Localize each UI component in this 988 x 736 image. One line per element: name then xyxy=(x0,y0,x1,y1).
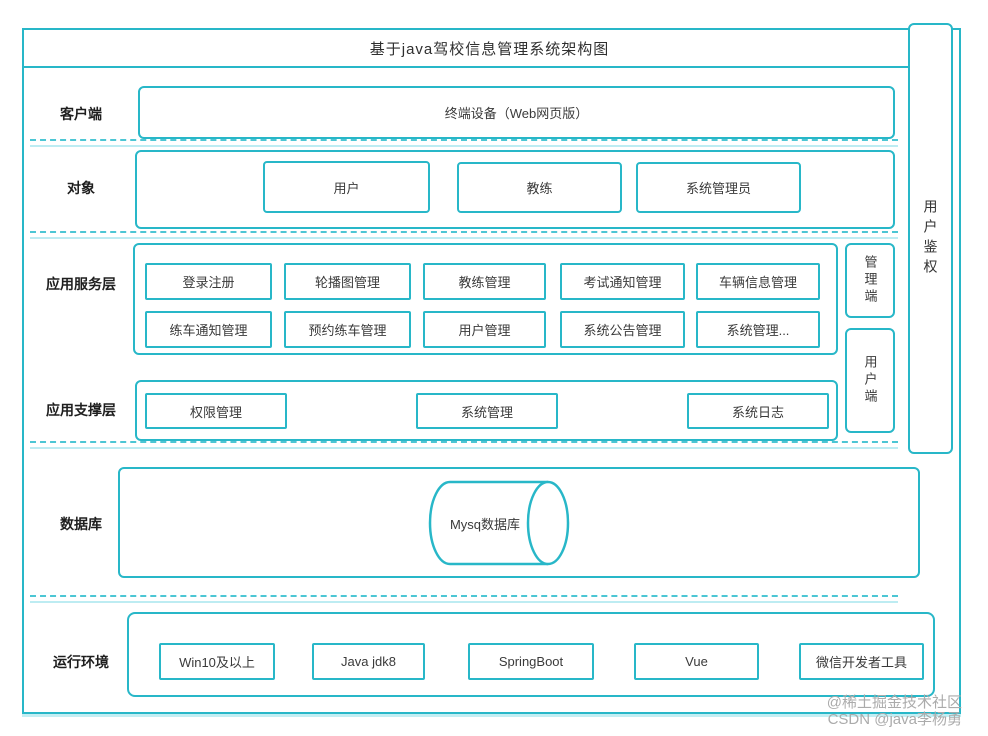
user-end-label: 用户端 xyxy=(862,355,878,406)
service-box-practice-notice-mgmt: 练车通知管理 xyxy=(145,311,272,348)
row-label-client: 客户端 xyxy=(60,106,102,122)
service-box-exam-notice-mgmt: 考试通知管理 xyxy=(560,263,685,300)
row-label-database: 数据库 xyxy=(60,516,102,532)
row-label-app-service: 应用服务层 xyxy=(46,276,116,292)
service-box-announcement-mgmt: 系统公告管理 xyxy=(560,311,685,348)
runtime-box-vue: Vue xyxy=(634,643,759,680)
service-box-carousel-mgmt: 轮播图管理 xyxy=(284,263,411,300)
object-box-coach: 教练 xyxy=(457,162,622,213)
database-name: Mysq数据库 xyxy=(449,516,521,532)
object-box-user: 用户 xyxy=(263,161,430,213)
watermark: @稀土掘金技术社区 CSDN @java李杨勇 xyxy=(827,694,962,728)
service-box-system-mgmt: 系统管理... xyxy=(696,311,820,348)
runtime-box-win10: Win10及以上 xyxy=(159,643,275,680)
support-box-permission-mgmt: 权限管理 xyxy=(145,393,287,429)
service-box-coach-mgmt: 教练管理 xyxy=(423,263,546,300)
support-box-system-mgmt: 系统管理 xyxy=(416,393,558,429)
service-box-login-register: 登录注册 xyxy=(145,263,272,300)
user-end-box: 用户端 xyxy=(845,328,895,433)
title-separator-line xyxy=(22,66,908,68)
admin-end-box: 管理端 xyxy=(845,243,895,318)
service-box-vehicle-info-mgmt: 车辆信息管理 xyxy=(696,263,820,300)
object-box-admin: 系统管理员 xyxy=(636,162,801,213)
diagram-title: 基于java驾校信息管理系统架构图 xyxy=(369,41,610,58)
terminal-device-box: 终端设备（Web网页版） xyxy=(138,86,895,139)
row-label-object: 对象 xyxy=(67,180,95,196)
row-label-runtime: 运行环境 xyxy=(53,654,109,670)
watermark-line2: CSDN @java李杨勇 xyxy=(827,711,962,728)
separator-database-runtime xyxy=(30,595,898,603)
database-cylinder-icon xyxy=(428,480,570,566)
row-label-app-support: 应用支撑层 xyxy=(46,402,116,418)
runtime-box-wechat-devtools: 微信开发者工具 xyxy=(799,643,924,680)
runtime-box-springboot: SpringBoot xyxy=(468,643,594,680)
service-box-practice-booking-mgmt: 预约练车管理 xyxy=(284,311,411,348)
service-box-user-mgmt: 用户管理 xyxy=(423,311,546,348)
user-auth-label: 用户鉴权 xyxy=(922,198,939,279)
admin-end-label: 管理端 xyxy=(862,255,878,306)
diagram-outer-frame xyxy=(22,28,961,714)
separator-object-service xyxy=(30,231,898,239)
user-auth-box: 用户鉴权 xyxy=(908,23,953,454)
separator-support-database xyxy=(30,441,898,449)
separator-client-object xyxy=(30,139,898,147)
watermark-line1: @稀土掘金技术社区 xyxy=(826,694,962,711)
support-box-system-log: 系统日志 xyxy=(687,393,829,429)
runtime-box-java-jdk8: Java jdk8 xyxy=(312,643,425,680)
